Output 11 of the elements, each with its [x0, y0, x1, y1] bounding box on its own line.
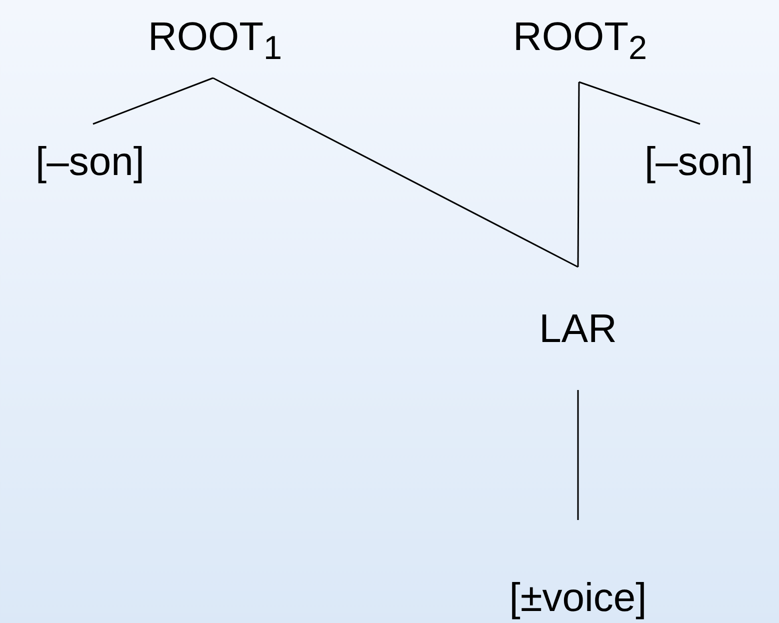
feature-label: [–son] — [644, 140, 754, 184]
feature-label: LAR — [539, 306, 617, 350]
feature-label: ROOT$_{2}$ — [512, 15, 648, 68]
association-line — [577, 82, 580, 267]
feature-label: [±voice] — [509, 576, 647, 620]
feature-label: [–son] — [36, 140, 144, 184]
feature-label: ROOT$_{1}$ — [148, 15, 282, 68]
association-line — [212, 77, 578, 268]
association-line — [92, 77, 214, 125]
association-line — [577, 390, 579, 520]
association-line — [578, 81, 700, 125]
